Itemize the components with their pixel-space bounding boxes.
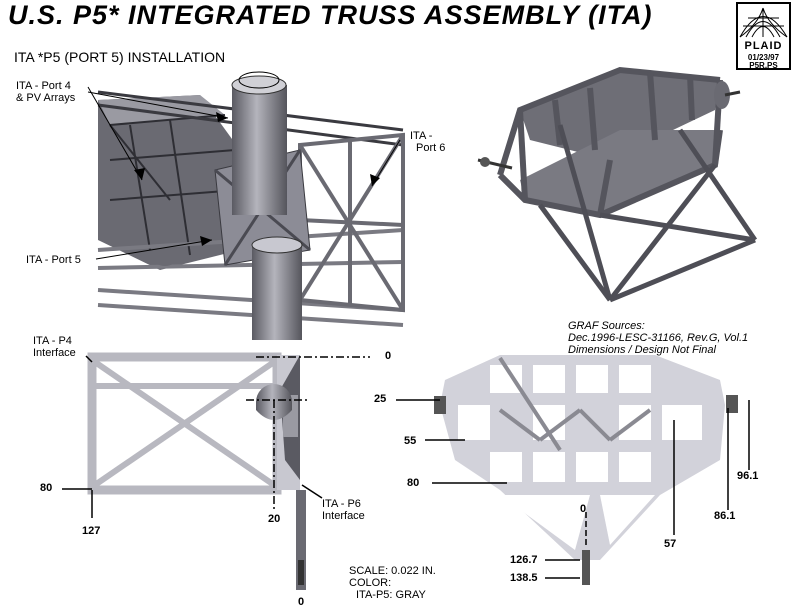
logo-word: PLAID bbox=[744, 40, 783, 52]
port4-callout-line2: & PV Arrays bbox=[16, 92, 76, 104]
color-label: COLOR: bbox=[349, 577, 392, 589]
dim-80-left: 80 bbox=[40, 482, 53, 494]
logo-file: P5R.PS bbox=[749, 61, 778, 70]
scale-label: SCALE: 0.022 IN. bbox=[349, 565, 436, 577]
dim-96-1: 96.1 bbox=[737, 470, 759, 482]
isometric-p5 bbox=[477, 66, 758, 303]
dim-127: 127 bbox=[82, 525, 101, 537]
plaid-logo-icon bbox=[739, 7, 788, 38]
installation-scene bbox=[87, 71, 405, 342]
p4-interface-line2: Interface bbox=[33, 347, 76, 359]
dim-25: 25 bbox=[374, 393, 387, 405]
dim-126-7: 126.7 bbox=[510, 554, 538, 566]
dim-top-zero: 0 bbox=[385, 350, 392, 362]
sources-reference: Dec.1996-LESC-31166, Rev.G, Vol.1 bbox=[568, 332, 749, 344]
dim-80-right: 80 bbox=[407, 477, 420, 489]
end-view bbox=[396, 355, 750, 585]
port6-callout-line2: Port 6 bbox=[416, 142, 446, 154]
dim-zero-right: 0 bbox=[580, 503, 587, 515]
dim-57: 57 bbox=[664, 538, 677, 550]
page-title: U.S. P5* INTEGRATED TRUSS ASSEMBLY (ITA) bbox=[8, 0, 653, 30]
p6-interface-line2: Interface bbox=[322, 510, 365, 522]
p4-interface-line1: ITA - P4 bbox=[33, 335, 72, 347]
dim-138-5: 138.5 bbox=[510, 572, 538, 584]
sources-heading: GRAF Sources: bbox=[568, 320, 645, 332]
page-subtitle: ITA *P5 (PORT 5) INSTALLATION bbox=[14, 49, 226, 65]
port5-callout: ITA - Port 5 bbox=[26, 254, 81, 266]
sources-note: Dimensions / Design Not Final bbox=[568, 344, 716, 356]
side-view bbox=[62, 352, 370, 590]
dim-55: 55 bbox=[404, 435, 417, 447]
dim-86-1: 86.1 bbox=[714, 510, 736, 522]
port6-callout-line1: ITA - bbox=[410, 130, 433, 142]
logo-date: 01/23/97 bbox=[747, 53, 780, 62]
dim-bottom-zero: 0 bbox=[298, 596, 305, 608]
port4-callout-line1: ITA - Port 4 bbox=[16, 80, 71, 92]
color-value: ITA-P5: GRAY bbox=[356, 589, 426, 601]
plaid-logo: PLAID 01/23/97 P5R.PS bbox=[736, 2, 791, 70]
dim-20: 20 bbox=[268, 513, 281, 525]
p6-interface-line1: ITA - P6 bbox=[322, 498, 361, 510]
